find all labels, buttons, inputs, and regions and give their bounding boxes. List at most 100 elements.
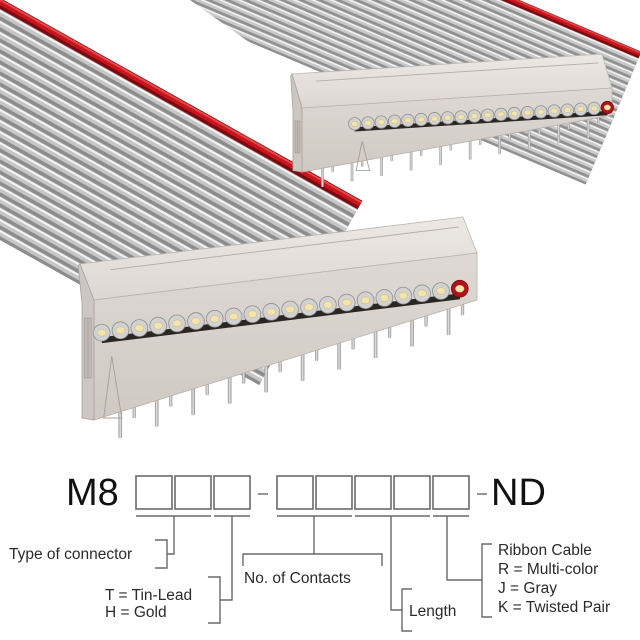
label-type-of-connector: Type of connector <box>9 546 132 563</box>
leader-connector-type <box>167 516 175 555</box>
pn-box-plating <box>213 475 251 510</box>
pn-box-contacts-2 <box>315 475 353 510</box>
contact-gold <box>470 113 478 119</box>
connector-pin <box>227 374 232 404</box>
connector-pin <box>446 305 451 336</box>
connector-top-rim <box>316 62 599 82</box>
pn-box-length-1 <box>354 475 392 510</box>
part-number-suffix: ND <box>491 472 546 514</box>
label-plating-gold: H = Gold <box>105 604 167 621</box>
part-number-diagram: M8 ND Type of connector T = Tin-Lead H =… <box>9 472 610 632</box>
product-illustration <box>0 0 640 439</box>
cable-wire-body <box>0 20 353 224</box>
leader-plating <box>220 516 233 601</box>
contact-gold <box>364 120 372 126</box>
contact-row <box>92 279 469 342</box>
contact-gold <box>537 108 545 115</box>
contact-gold <box>510 110 518 117</box>
cable-wire-highlight <box>0 9 358 212</box>
pn-box-contacts-1 <box>276 475 314 510</box>
cable-wire-highlight <box>0 53 339 246</box>
cable-wire-highlight <box>0 119 311 296</box>
cable-wire-highlight <box>477 0 636 67</box>
pn-box-connector-type-2 <box>174 475 212 510</box>
leader-length <box>390 516 402 611</box>
contact-gold <box>398 291 408 300</box>
cable-wire-highlight <box>0 64 334 254</box>
connector-front <box>77 216 478 439</box>
label-ribbon-multicolor: R = Multi-color <box>498 561 598 578</box>
connector-pin <box>118 408 123 439</box>
contact-gold <box>172 319 182 328</box>
cable-wire-highlight <box>0 97 320 279</box>
connector-pin <box>380 154 383 177</box>
contact-gold <box>497 111 505 118</box>
cable-wire-body <box>0 97 320 282</box>
cable-wire-highlight <box>0 42 344 237</box>
connector-pin <box>191 385 195 416</box>
contact-gold <box>285 305 295 314</box>
connector-pin <box>409 148 413 171</box>
connector-pin <box>154 396 159 427</box>
contact-gold <box>563 107 571 113</box>
red-stripe-wire-body <box>0 0 363 207</box>
contact-gold <box>404 117 412 124</box>
contact-gold <box>455 284 465 293</box>
contact-gold <box>417 116 425 123</box>
polarization-key <box>103 356 123 419</box>
contact-gold <box>351 120 359 127</box>
label-plating-tin-lead: T = Tin-Lead <box>105 587 192 604</box>
contact-row <box>348 100 614 131</box>
cable-wire-highlight <box>0 108 316 288</box>
connector-pin <box>373 328 378 359</box>
contact-gold <box>524 109 532 116</box>
cable-wire-highlight <box>421 0 628 87</box>
connector-pin <box>300 351 305 382</box>
connector-pin <box>321 164 324 187</box>
pn-box-cable-type <box>432 475 470 510</box>
cable-wire-body <box>0 42 344 240</box>
contact-gold <box>360 296 371 305</box>
connector-pin <box>439 143 442 166</box>
bracket-connector-type <box>155 539 168 569</box>
cable-wire-body <box>0 9 358 215</box>
cable-wire-body <box>0 75 330 266</box>
connector-pin <box>527 126 531 149</box>
cable-wire-body <box>488 0 639 63</box>
contact-gold <box>417 289 427 298</box>
cable-wire-highlight <box>440 0 631 81</box>
cable-wire-body <box>414 0 628 90</box>
connector-pin <box>557 121 561 144</box>
bracket-plating <box>208 576 221 624</box>
cable-wire-body <box>0 86 325 274</box>
part-number-prefix: M8 <box>66 472 119 514</box>
cable-wire-highlight <box>0 75 330 262</box>
connector-pin <box>350 159 354 182</box>
connector-pin <box>264 362 268 393</box>
contact-gold <box>266 308 276 316</box>
cable-wire-body <box>0 64 334 257</box>
cable-wire-body <box>0 31 348 232</box>
contact-gold <box>550 108 558 114</box>
contact-gold <box>228 312 239 321</box>
connector-back <box>290 53 614 187</box>
label-ribbon-gray: J = Gray <box>498 580 557 597</box>
connector-top-rim <box>110 226 459 271</box>
contact-gold <box>153 321 163 330</box>
bracket-length <box>401 588 412 632</box>
cable-wire-highlight <box>0 86 325 271</box>
contact-gold <box>115 326 126 335</box>
bracket-contacts <box>242 553 383 566</box>
contact-gold <box>377 119 385 125</box>
contact-gold <box>431 115 438 122</box>
contact-gold <box>577 106 585 113</box>
connector-pin <box>468 137 472 160</box>
connector-pin <box>410 316 414 347</box>
contact-gold <box>342 298 352 307</box>
cable-wire-body <box>0 108 316 291</box>
red-stripe-wire-highlight <box>0 0 362 204</box>
connector-pin <box>498 132 501 155</box>
contact-gold <box>484 112 492 119</box>
red-stripe-wire-body <box>507 0 640 57</box>
cable-wire-highlight <box>0 31 348 229</box>
